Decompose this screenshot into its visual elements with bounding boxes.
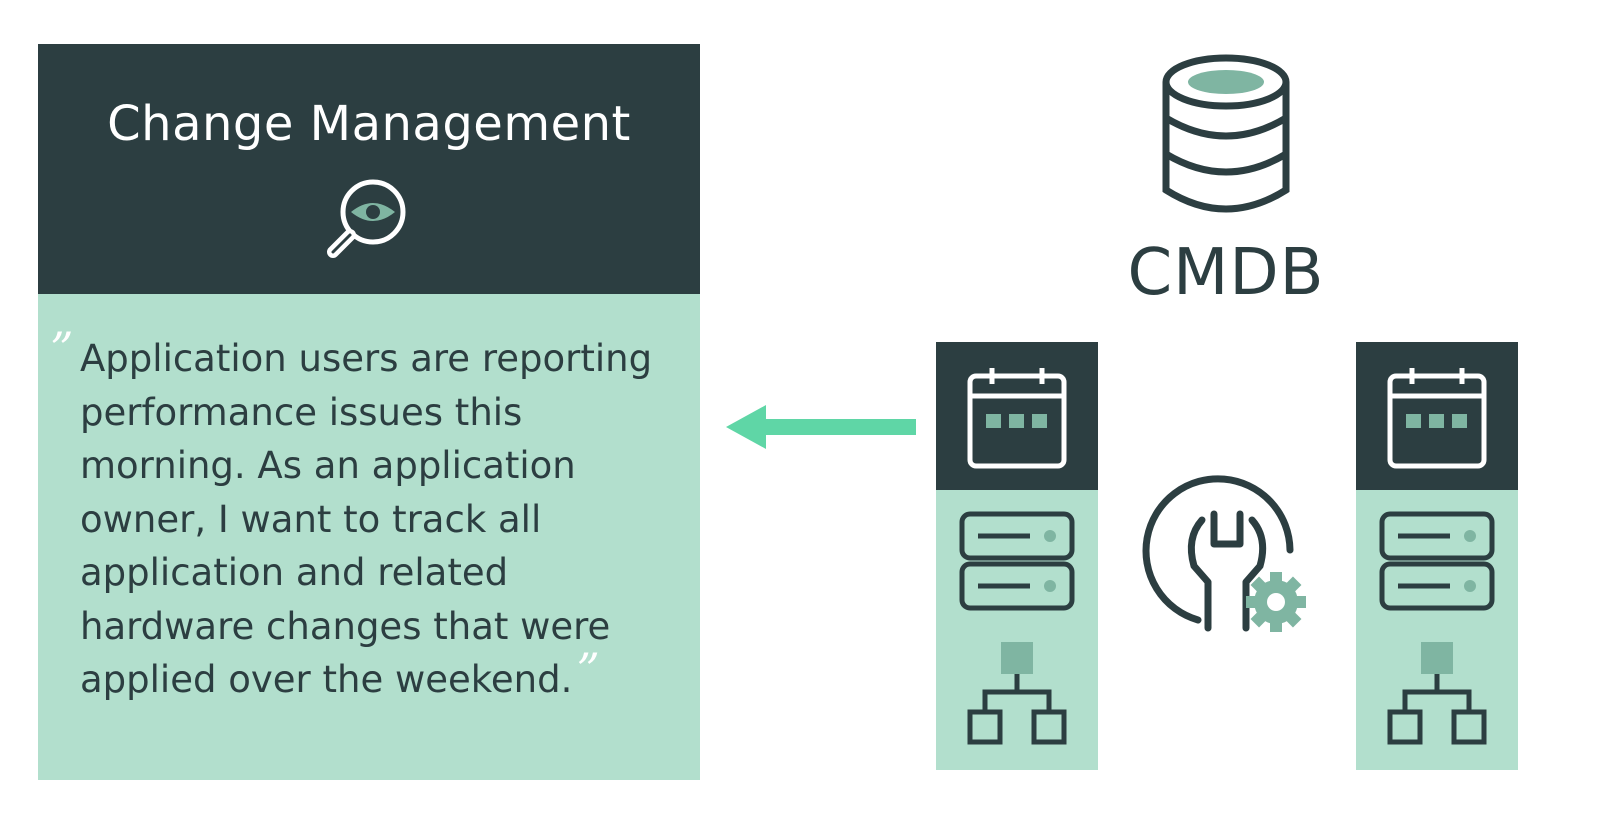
database-icon <box>1162 54 1290 213</box>
quote-text: Application users are reporting performa… <box>80 337 653 701</box>
wrench-gear-icon <box>1142 475 1306 632</box>
calendar-icon <box>967 368 1067 469</box>
card-title: Change Management <box>107 96 631 152</box>
card-header: Change Management <box>38 44 700 294</box>
calendar-icon <box>1387 368 1487 469</box>
config-item-column-right <box>1356 342 1518 770</box>
opening-quote-mark: ” <box>50 322 74 376</box>
hierarchy-icon <box>967 642 1067 745</box>
config-item-column-left <box>936 342 1098 770</box>
hierarchy-icon <box>1387 642 1487 745</box>
card-body: ” Application users are reporting perfor… <box>38 294 700 780</box>
closing-quote-mark: ” <box>576 643 600 697</box>
left-arrow-icon <box>726 405 916 449</box>
change-management-card: Change Management ” Application users ar… <box>38 44 700 780</box>
server-icon <box>1379 511 1495 611</box>
magnifier-eye-icon <box>327 179 406 258</box>
server-icon <box>959 511 1075 611</box>
quote-paragraph: Application users are reporting performa… <box>80 332 680 707</box>
cmdb-label: CMDB <box>1127 236 1325 310</box>
